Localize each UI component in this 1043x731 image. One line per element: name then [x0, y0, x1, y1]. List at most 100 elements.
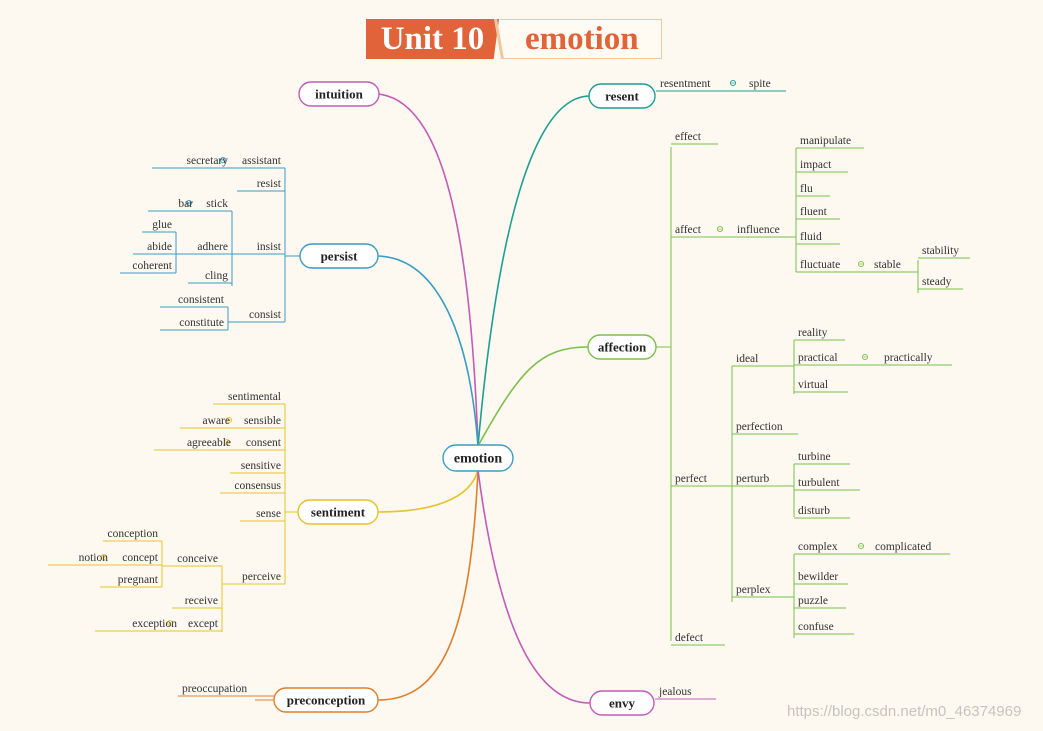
watermark: https://blog.csdn.net/m0_46374969 — [787, 703, 1022, 720]
word-consist[interactable]: consist — [249, 309, 282, 321]
word-consensus[interactable]: consensus — [234, 480, 281, 492]
word-complex[interactable]: complex — [798, 541, 838, 553]
word-flu[interactable]: flu — [800, 183, 813, 195]
branch-line-sentiment — [377, 469, 479, 513]
word-sense[interactable]: sense — [256, 508, 281, 520]
related-icon — [716, 225, 724, 233]
word-pregnant[interactable]: pregnant — [118, 574, 159, 586]
word-puzzle[interactable]: puzzle — [798, 595, 828, 607]
related-icon — [225, 416, 233, 424]
word-spite[interactable]: spite — [749, 78, 771, 90]
related-icon — [185, 199, 193, 207]
word-effect[interactable]: effect — [675, 131, 702, 143]
word-receive[interactable]: receive — [185, 595, 218, 607]
word-preoccupation[interactable]: preoccupation — [182, 683, 247, 695]
word-disturb[interactable]: disturb — [798, 505, 830, 517]
word-consent[interactable]: consent — [246, 437, 282, 449]
node-label-persist: persist — [321, 249, 359, 264]
affection-trunk — [656, 147, 672, 641]
word-notion[interactable]: notion — [79, 552, 109, 564]
node-intuition[interactable] — [298, 81, 380, 107]
word-sensible[interactable]: sensible — [244, 415, 281, 427]
related-icon — [729, 79, 737, 87]
word-stability[interactable]: stability — [922, 245, 959, 257]
word-stable[interactable]: stable — [874, 259, 901, 271]
word-fluent[interactable]: fluent — [800, 206, 828, 218]
related-icon — [166, 619, 174, 627]
persist-trunk — [284, 168, 300, 322]
word-practically[interactable]: practically — [884, 352, 933, 364]
related-icon — [857, 542, 865, 550]
node-label-affection: affection — [598, 340, 647, 355]
word-defect[interactable]: defect — [675, 632, 704, 644]
word-fluctuate[interactable]: fluctuate — [800, 259, 840, 271]
word-coherent[interactable]: coherent — [132, 260, 172, 272]
word-perplex[interactable]: perplex — [736, 584, 771, 596]
related-icon — [857, 260, 865, 268]
word-secretary[interactable]: secretary — [187, 155, 229, 167]
word-adhere[interactable]: adhere — [197, 241, 228, 253]
related-icon — [100, 553, 108, 561]
word-except[interactable]: except — [188, 618, 219, 630]
word-practical[interactable]: practical — [798, 352, 838, 364]
word-influence[interactable]: influence — [737, 224, 780, 236]
related-icon — [223, 438, 231, 446]
title-divider — [494, 19, 504, 59]
word-perceive[interactable]: perceive — [242, 571, 281, 583]
word-complicated[interactable]: complicated — [875, 541, 931, 553]
word-steady[interactable]: steady — [922, 276, 952, 288]
word-virtual[interactable]: virtual — [798, 379, 828, 391]
word-concept[interactable]: concept — [122, 552, 159, 564]
node-sentiment[interactable] — [297, 499, 379, 525]
node-label-resent: resent — [605, 89, 639, 104]
node-resent[interactable] — [588, 83, 656, 109]
word-jealous[interactable]: jealous — [658, 686, 692, 698]
word-fluid[interactable]: fluid — [800, 231, 822, 243]
word-glue[interactable]: glue — [152, 219, 172, 231]
word-manipulate[interactable]: manipulate — [800, 135, 851, 147]
word-turbulent[interactable]: turbulent — [798, 477, 840, 489]
word-abide[interactable]: abide — [147, 241, 172, 253]
word-agreeable[interactable]: agreeable — [187, 437, 231, 449]
word-sentimental[interactable]: sentimental — [228, 391, 281, 403]
node-center[interactable] — [442, 444, 514, 472]
word-ideal[interactable]: ideal — [736, 353, 758, 365]
word-affect[interactable]: affect — [675, 224, 702, 236]
word-exception[interactable]: exception — [132, 618, 177, 630]
title-unit: Unit 10 — [366, 19, 499, 59]
word-impact[interactable]: impact — [800, 159, 832, 171]
node-affection[interactable] — [587, 334, 657, 360]
word-turbine[interactable]: turbine — [798, 451, 831, 463]
node-label-preconception: preconception — [287, 693, 366, 708]
node-label-center: emotion — [454, 452, 502, 467]
word-resentment[interactable]: resentment — [660, 78, 711, 90]
related-icon — [219, 156, 227, 164]
node-preconception[interactable] — [273, 687, 379, 713]
word-perfection[interactable]: perfection — [736, 421, 783, 433]
word-perturb[interactable]: perturb — [736, 473, 769, 485]
word-conception[interactable]: conception — [108, 528, 159, 540]
word-cling[interactable]: cling — [205, 270, 228, 282]
node-envy[interactable] — [589, 690, 655, 716]
word-aware[interactable]: aware — [203, 415, 230, 427]
branch-line-affection — [477, 346, 589, 447]
word-resist[interactable]: resist — [257, 178, 282, 190]
word-insist[interactable]: insist — [257, 241, 282, 253]
word-bewilder[interactable]: bewilder — [798, 571, 838, 583]
node-persist[interactable] — [299, 243, 379, 269]
word-perfect[interactable]: perfect — [675, 473, 708, 485]
title-topic: emotion — [500, 19, 662, 59]
node-label-envy: envy — [609, 696, 636, 711]
sentiment-trunk — [284, 404, 298, 584]
word-confuse[interactable]: confuse — [798, 621, 834, 633]
word-consistent[interactable]: consistent — [178, 294, 225, 306]
word-stick[interactable]: stick — [206, 198, 228, 210]
word-reality[interactable]: reality — [798, 327, 828, 339]
word-constitute[interactable]: constitute — [179, 317, 224, 329]
branch-line-intuition — [377, 93, 479, 447]
word-conceive[interactable]: conceive — [177, 553, 218, 565]
word-bar[interactable]: bar — [178, 198, 193, 210]
node-label-sentiment: sentiment — [311, 505, 366, 520]
word-sensitive[interactable]: sensitive — [241, 460, 281, 472]
word-assistant[interactable]: assistant — [242, 155, 282, 167]
